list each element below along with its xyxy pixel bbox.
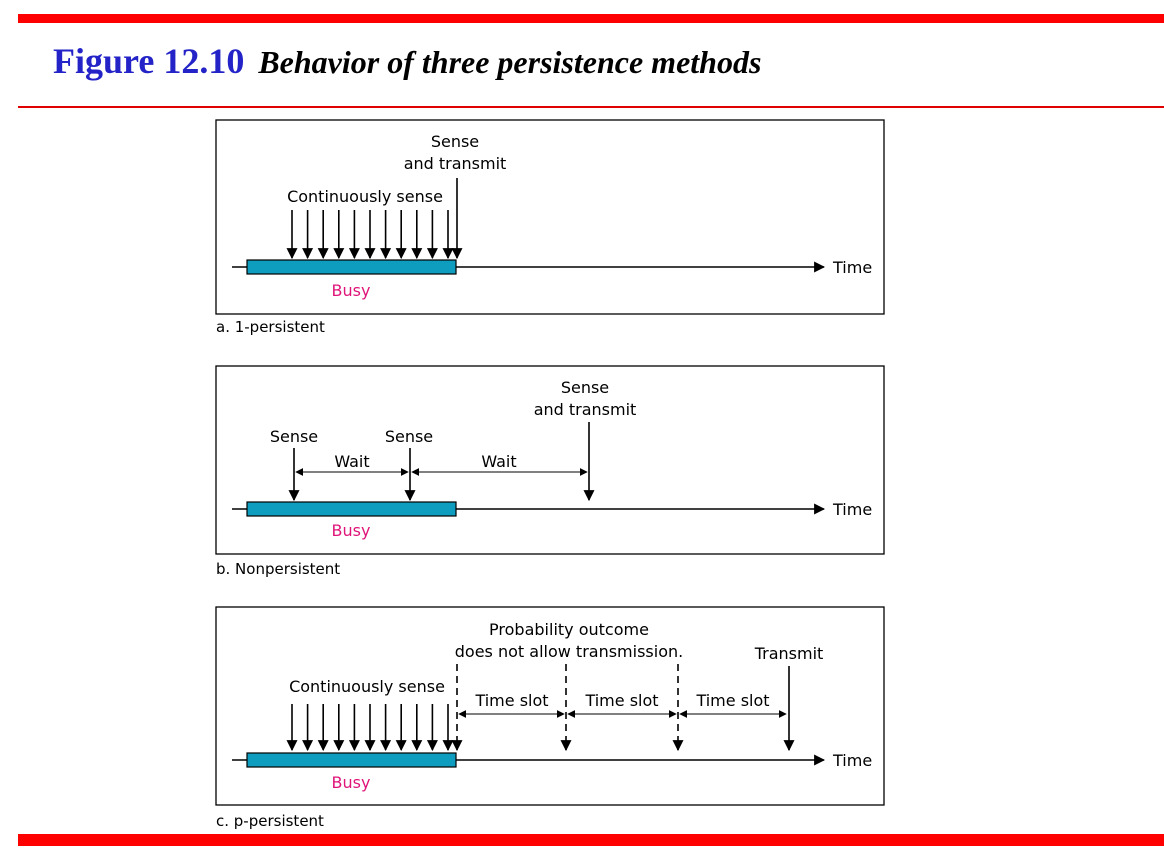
probability-label: does not allow transmission. — [455, 642, 683, 661]
wait-label: Wait — [334, 452, 369, 471]
busy-label: Busy — [332, 521, 371, 540]
panel-frame — [215, 119, 885, 315]
figure-caption: Behavior of three persistence methods — [258, 44, 762, 80]
time-slot-label: Time slot — [474, 691, 548, 710]
busy-label: Busy — [332, 773, 371, 792]
sense-label: Sense — [385, 427, 433, 446]
panel-caption: c. p-persistent — [216, 812, 324, 830]
panel-frame — [215, 606, 885, 806]
figure-title: Figure 12.10 Behavior of three persistenc… — [53, 40, 761, 90]
figure-number: Figure 12.10 — [53, 41, 245, 81]
time-label: Time — [832, 258, 872, 277]
busy-bar — [246, 501, 457, 517]
panel-frame — [215, 365, 885, 555]
and-transmit-label: and transmit — [404, 154, 507, 173]
sense-label: Sense — [270, 427, 318, 446]
time-label: Time — [832, 751, 872, 770]
sense-label: Sense — [561, 378, 609, 397]
bottom-accent-bar — [18, 834, 1164, 846]
panel-nonpersistent: Busy Time Sense Sense Wait Wait Sense an… — [215, 365, 885, 555]
busy-label: Busy — [332, 281, 371, 300]
time-slot-label: Time slot — [695, 691, 769, 710]
panel-p-persistent: Busy Time Continuously sense Probability… — [215, 606, 885, 806]
continuously-sense-label: Continuously sense — [289, 677, 445, 696]
top-accent-bar — [18, 14, 1164, 23]
wait-label: Wait — [481, 452, 516, 471]
and-transmit-label: and transmit — [534, 400, 637, 419]
sense-label: Sense — [431, 132, 479, 151]
panel-caption: b. Nonpersistent — [216, 560, 340, 578]
probability-label: Probability outcome — [489, 620, 649, 639]
sense-arrows — [286, 210, 454, 260]
sense-arrows — [286, 704, 454, 752]
busy-bar — [246, 752, 457, 768]
continuously-sense-label: Continuously sense — [287, 187, 443, 206]
time-label: Time — [832, 500, 872, 519]
time-slot-label: Time slot — [584, 691, 658, 710]
transmit-label: Transmit — [754, 644, 824, 663]
title-rule — [18, 106, 1164, 108]
panel-caption: a. 1-persistent — [216, 318, 325, 336]
panel-1-persistent: Busy Time Continuously sense Sense and t… — [215, 119, 885, 315]
busy-bar — [246, 259, 457, 275]
